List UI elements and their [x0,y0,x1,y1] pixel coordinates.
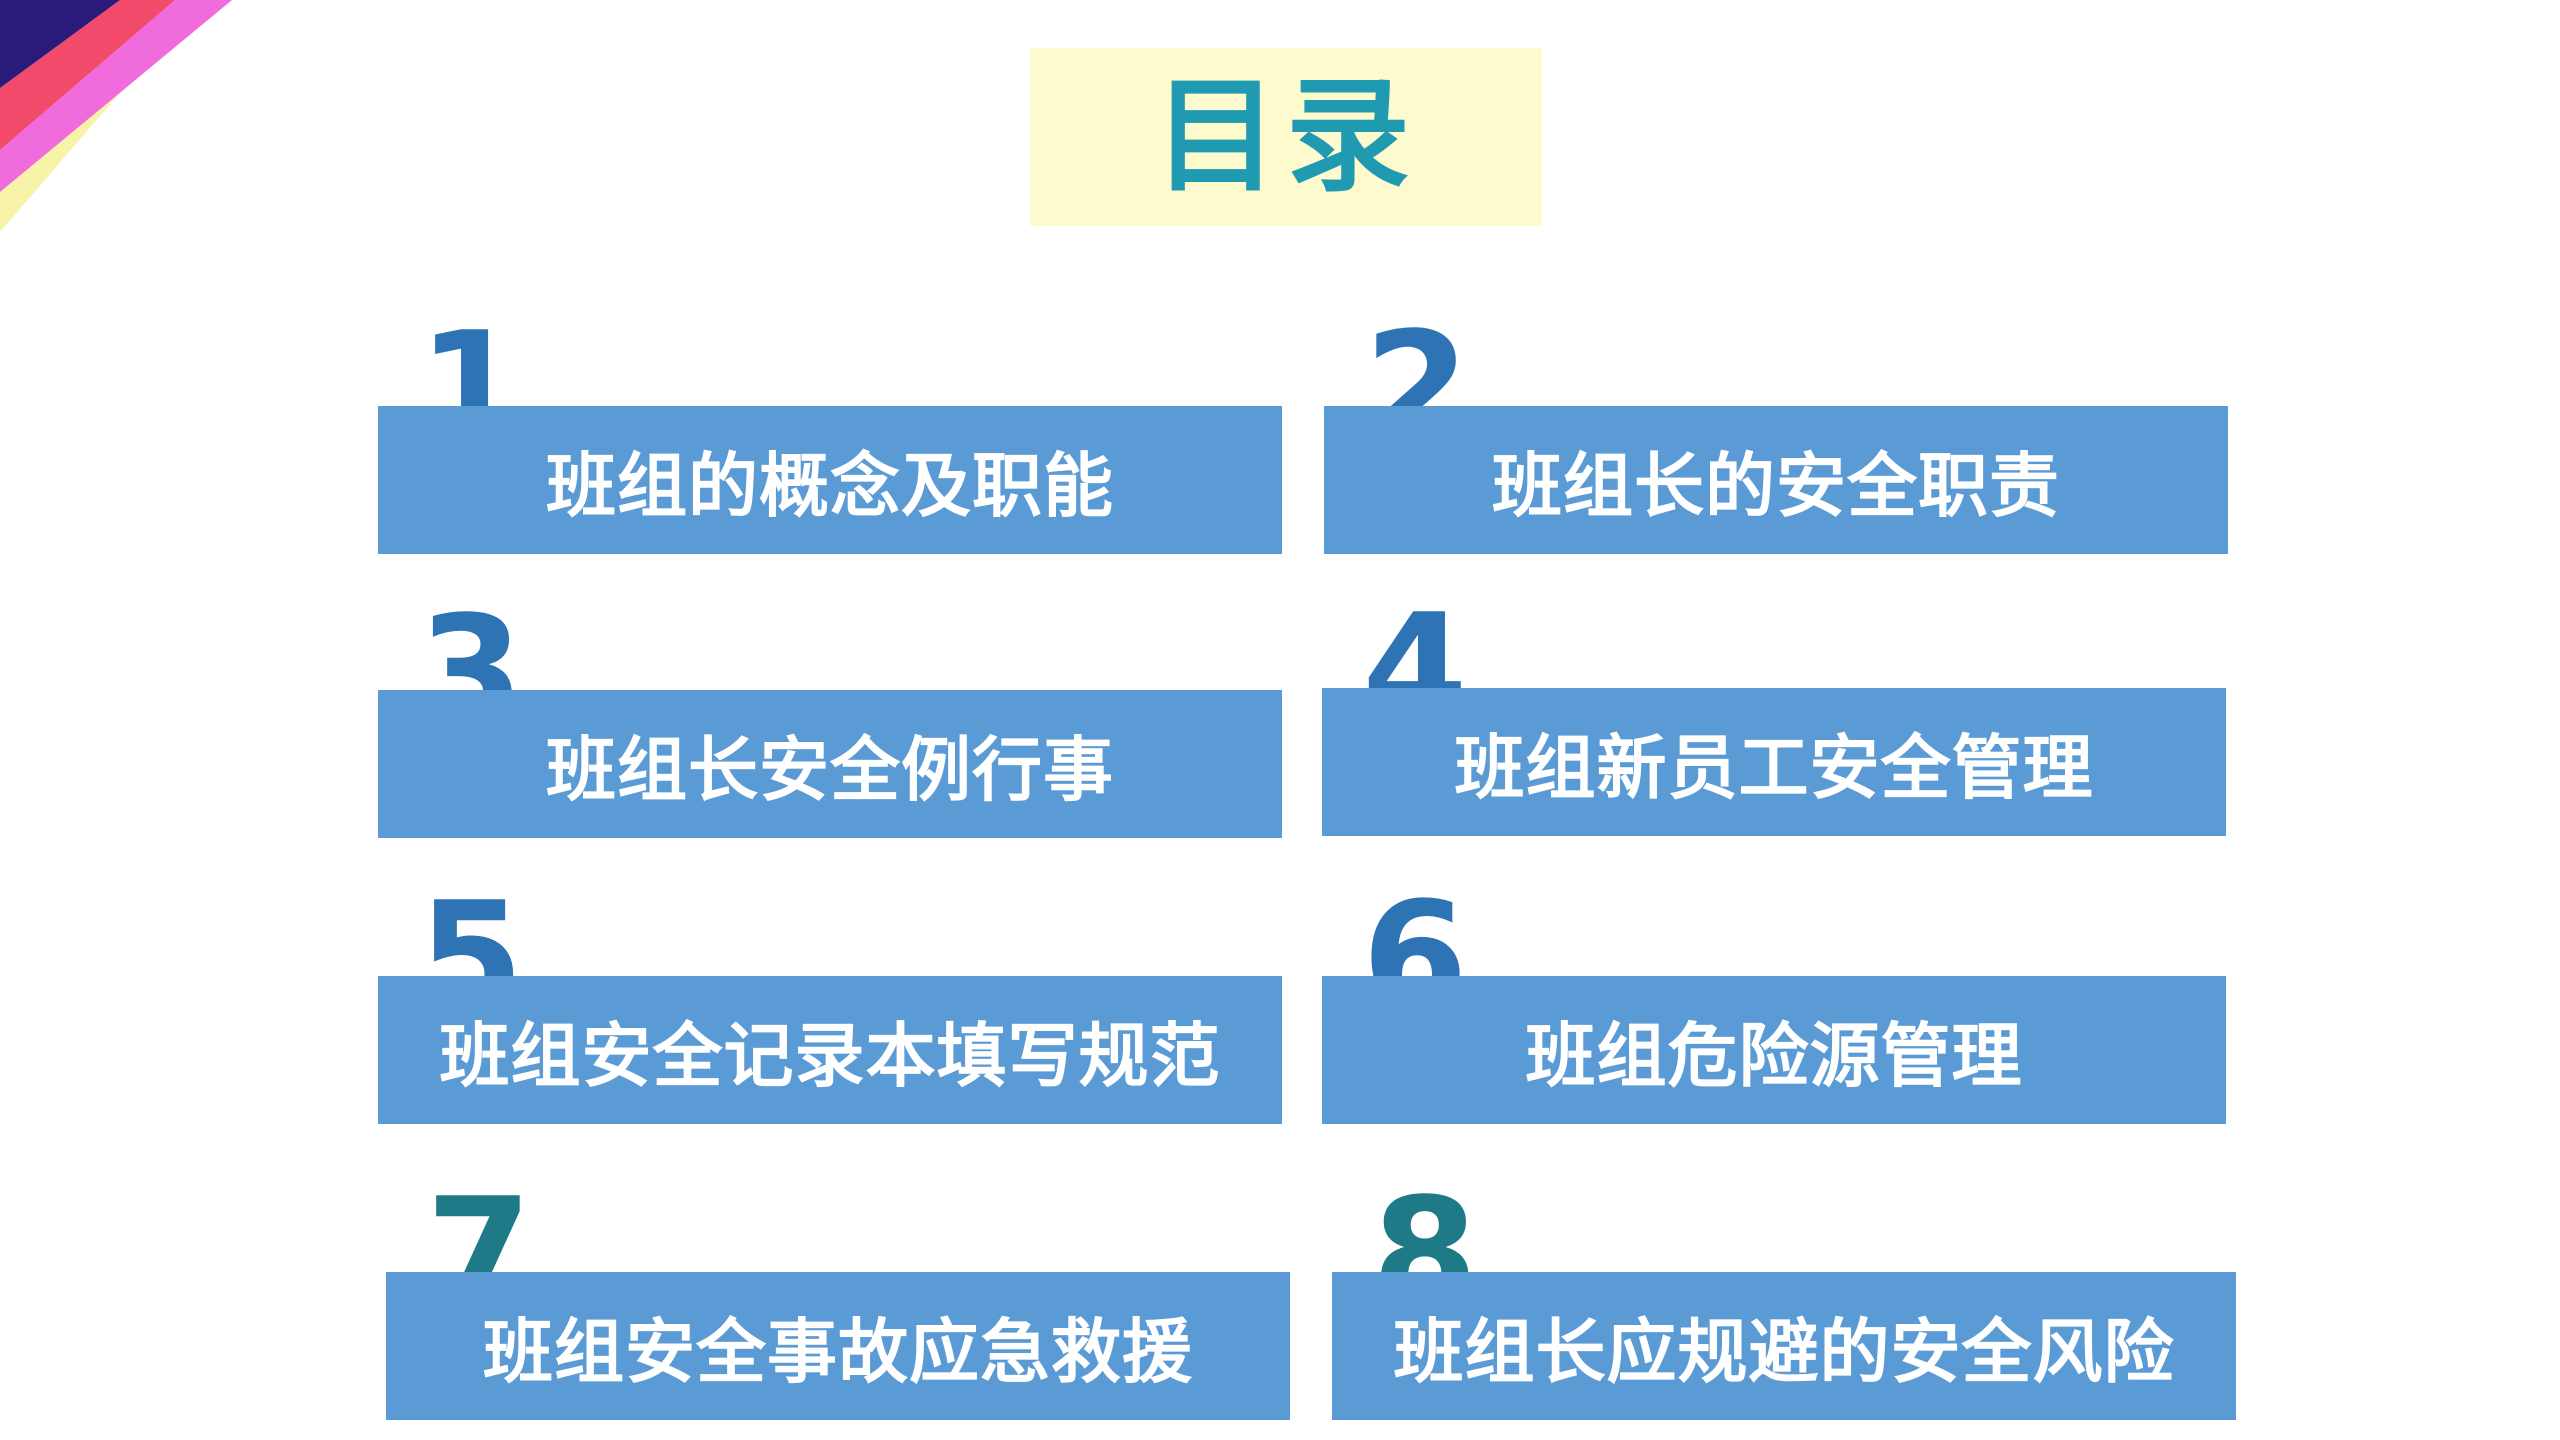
toc-item-8[interactable]: 8 班组长应规避的安全风险 [1332,1178,2236,1440]
corner-stripe-magenta [0,0,232,192]
toc-item-label: 班组危险源管理 [1525,1014,2023,1097]
toc-item-4[interactable]: 4 班组新员工安全管理 [1322,594,2226,880]
toc-item-label: 班组安全记录本填写规范 [439,1014,1221,1097]
corner-stripe-red [0,0,175,150]
toc-item-label: 班组长应规避的安全风险 [1393,1310,2175,1393]
corner-decoration [0,0,232,232]
toc-item-label: 班组的概念及职能 [546,444,1114,527]
toc-item-bar: 班组安全事故应急救援 [386,1272,1290,1420]
toc-item-bar: 班组长应规避的安全风险 [1332,1272,2236,1420]
toc-item-2[interactable]: 2 班组长的安全职责 [1324,312,2228,598]
toc-item-label: 班组长安全例行事 [546,728,1114,811]
toc-item-bar: 班组安全记录本填写规范 [378,976,1282,1124]
toc-item-bar: 班组危险源管理 [1322,976,2226,1124]
toc-item-5[interactable]: 5 班组安全记录本填写规范 [378,882,1282,1168]
corner-stripe-navy [0,0,120,88]
toc-item-label: 班组新员工安全管理 [1454,726,2094,809]
toc-item-3[interactable]: 3 班组长安全例行事 [378,596,1282,882]
toc-item-bar: 班组的概念及职能 [378,406,1282,554]
toc-item-label: 班组安全事故应急救援 [483,1310,1193,1393]
toc-item-1[interactable]: 1 班组的概念及职能 [378,312,1282,598]
toc-item-bar: 班组长的安全职责 [1324,406,2228,554]
toc-item-6[interactable]: 6 班组危险源管理 [1322,882,2226,1168]
toc-item-bar: 班组长安全例行事 [378,690,1282,838]
toc-item-bar: 班组新员工安全管理 [1322,688,2226,836]
title-box: 目录 [1030,48,1542,226]
toc-item-7[interactable]: 7 班组安全事故应急救援 [386,1178,1290,1440]
toc-item-label: 班组长的安全职责 [1492,444,2060,527]
page-title: 目录 [1153,65,1418,209]
